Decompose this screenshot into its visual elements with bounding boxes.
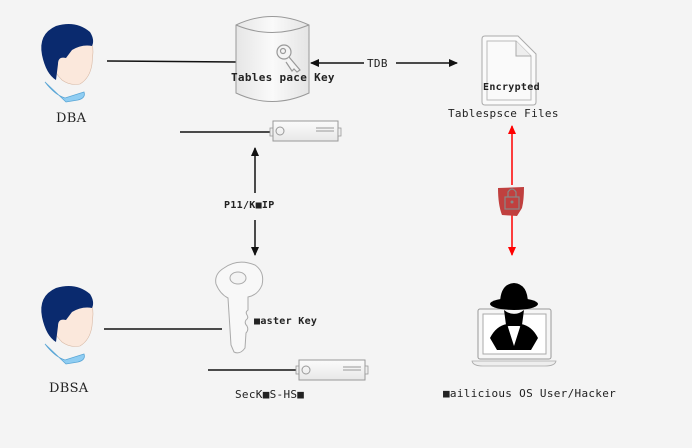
tdb-label: TDB — [367, 57, 388, 70]
tablespace-files-label: Tablespsce Files — [448, 107, 559, 120]
dba-label: DBA — [56, 111, 87, 126]
master-key-label: ■aster Key — [254, 316, 318, 327]
master-key-icon — [215, 261, 264, 354]
protocol-label: P11/K■IP — [224, 200, 275, 211]
kms-server-icon — [269, 120, 342, 142]
hsm-label: SecK■S-HS■ — [235, 388, 305, 401]
dbsa-person-icon — [41, 286, 94, 365]
tablespace-key-label: Tables pace Key — [231, 71, 335, 84]
hacker-laptop-icon — [471, 283, 557, 367]
dba-to-key-line — [106, 60, 237, 63]
hsm-server-icon — [295, 359, 369, 381]
lock-shield-icon — [498, 187, 524, 216]
encrypted-file-icon — [481, 35, 537, 106]
encrypted-label: Encrypted — [483, 82, 540, 93]
hacker-label: ■ailicious OS User/Hacker — [443, 387, 617, 400]
dbsa-label: DBSA — [49, 381, 89, 396]
tablespace-key-cylinder-icon — [235, 16, 310, 102]
dba-person-icon — [41, 24, 94, 103]
